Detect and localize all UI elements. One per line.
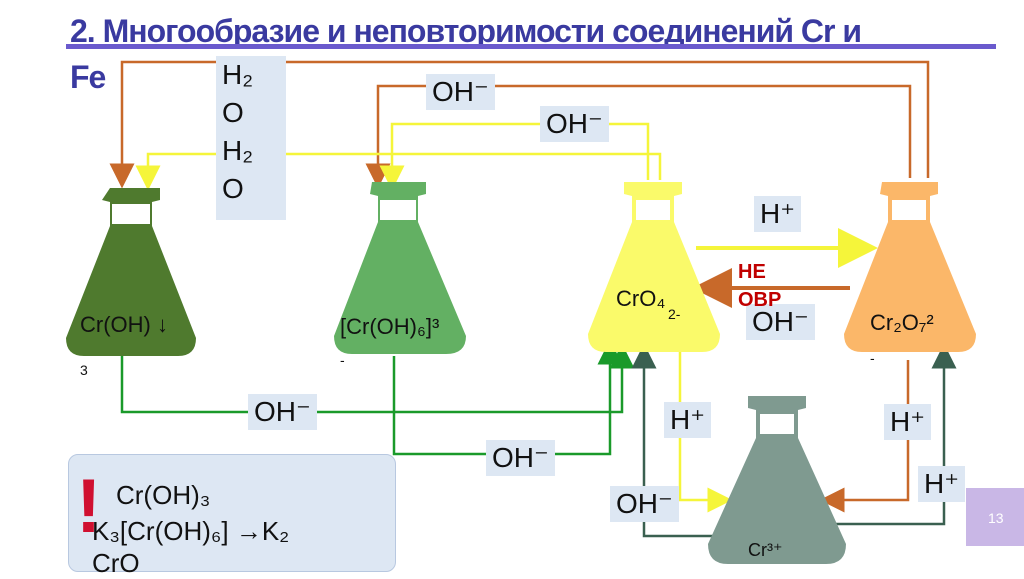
reagent-oh-bottom-1: OH⁻ xyxy=(248,394,317,430)
flask-hexahydroxochromate xyxy=(334,182,466,354)
exclamation-icon: ! xyxy=(76,464,102,549)
flask-label-dichromate: Cr₂O₇² xyxy=(870,310,934,335)
reagent-oh-bottom-2: OH⁻ xyxy=(486,440,555,476)
flask-chromate xyxy=(588,182,720,352)
reagent-oh-mid: OH⁻ xyxy=(540,106,609,142)
title-underline xyxy=(66,44,996,49)
not-redox-label: НЕ ОВР xyxy=(738,258,781,314)
reagent-oh-lower: OH⁻ xyxy=(610,486,679,522)
note-box xyxy=(68,454,396,572)
croh3-formula: Cr(OH) xyxy=(80,312,151,337)
water-label-3: H₂ xyxy=(222,135,254,166)
reagent-h-plus-right: H⁺ xyxy=(884,404,931,440)
reagent-h-plus-mid: H⁺ xyxy=(664,402,711,438)
note-line-1: Cr(OH)₃ xyxy=(116,480,211,510)
title-text: 2. Многообразие и неповторимости соедине… xyxy=(70,13,862,49)
water-reagent-box: H₂ O H₂ O xyxy=(216,56,286,220)
title-continuation: Fe xyxy=(70,59,106,95)
water-label-4: O xyxy=(222,173,244,204)
note-line-2: K₃[Cr(OH)₆] →K₂ xyxy=(92,516,290,546)
water-label-2: O xyxy=(222,97,244,128)
flask-label-croh3: Cr(OH) ↓ xyxy=(80,312,168,338)
precipitate-arrow: ↓ xyxy=(157,312,168,337)
flask-cr3 xyxy=(708,396,846,564)
reagent-h-plus-top: H⁺ xyxy=(754,196,801,232)
page-title: 2. Многообразие и неповторимости соедине… xyxy=(70,8,970,100)
yellow-arrow-to-hexahydroxo xyxy=(379,122,650,191)
flask-dichromate xyxy=(844,182,976,352)
flask-label-hexahydroxo: [Cr(OH)₆]³ xyxy=(340,314,440,339)
not-redox-line-2: ОВР xyxy=(738,289,782,311)
dark-arrow-cr3-to-dichromate xyxy=(832,343,957,526)
yellow-arrow-to-croh3 xyxy=(135,152,662,191)
chromate-charge: 2- xyxy=(668,306,681,322)
page-number-badge xyxy=(966,488,1024,546)
page-number: 13 xyxy=(988,510,1004,526)
flask-croh3 xyxy=(66,188,196,356)
not-redox-line-1: НЕ xyxy=(738,261,766,283)
reagent-h-plus-right-2: H⁺ xyxy=(918,466,965,502)
orange-arrow-to-hexahydroxo xyxy=(365,84,912,189)
yellow-arrow-chromate-to-cr3 xyxy=(678,352,733,513)
reagent-oh-top: OH⁻ xyxy=(426,74,495,110)
note-line-3: CrO xyxy=(92,548,140,578)
reagent-oh-right: OH⁻ xyxy=(746,304,815,340)
green-arrow-croh3-to-chromate xyxy=(120,343,635,414)
water-label-1: H₂ xyxy=(222,59,254,90)
flask-label-chromate: CrO₄ xyxy=(616,286,666,311)
green-arrow-hexahydroxo-to-chromate xyxy=(392,339,623,456)
flask-label-cr3: Cr³⁺ xyxy=(748,540,783,560)
orange-arrow-to-croh3 xyxy=(109,60,930,189)
dichromate-charge: - xyxy=(870,350,875,366)
hexahydroxo-charge: - xyxy=(340,352,345,368)
dark-arrow-cr3-to-chromate xyxy=(631,343,716,538)
croh3-subscript: 3 xyxy=(80,362,88,378)
